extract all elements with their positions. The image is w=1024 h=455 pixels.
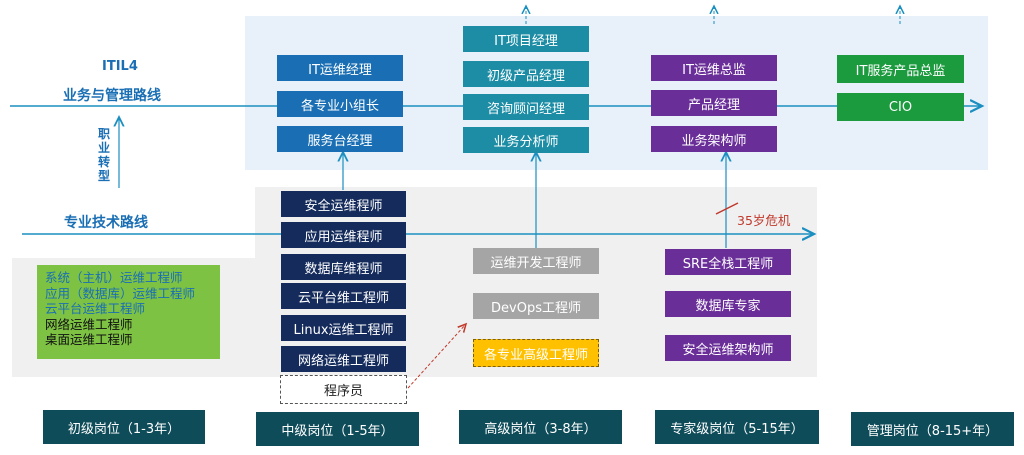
role-business-architect: 业务架构师 [651, 126, 777, 152]
role-security-architect: 安全运维架构师 [665, 335, 791, 361]
programmer-to-senior-arrow [407, 324, 466, 389]
stage-mid: 中级岗位（1-5年） [256, 412, 419, 446]
role-db-ops: 数据库维程师 [281, 254, 406, 280]
tech-route-label: 专业技术路线 [64, 215, 148, 231]
business-route-label: 业务与管理路线 [63, 88, 161, 104]
role-business-analyst: 业务分析师 [463, 127, 589, 153]
junior-skills-box: 系统（主机）运维工程师 应用（数据库）运维工程师 云平台运维工程师 网络运维工程… [37, 265, 220, 359]
role-it-ops-director: IT运维总监 [651, 55, 777, 81]
role-it-project-manager: IT项目经理 [463, 26, 589, 52]
crisis-slash [715, 202, 739, 215]
skill-item: 云平台运维工程师 [45, 301, 146, 316]
stage-junior: 初级岗位（1-3年） [43, 410, 205, 444]
stage-senior: 高级岗位（3-8年） [459, 410, 622, 444]
role-service-desk-manager: 服务台经理 [277, 126, 403, 152]
itil-label: ITIL4 [102, 59, 138, 74]
role-senior-engineer: 各专业高级工程师 [473, 339, 599, 367]
role-network-ops: 网络运维工程师 [281, 346, 406, 372]
role-sre-fullstack: SRE全栈工程师 [665, 249, 791, 275]
role-consulting-manager: 咨询顾问经理 [463, 94, 589, 120]
skill-item: 网络运维工程师 [45, 316, 133, 332]
stage-expert: 专家级岗位（5-15年） [655, 410, 819, 444]
crisis-label: 35岁危机 [737, 213, 791, 228]
role-cio: CIO [837, 93, 964, 121]
skill-item: 桌面运维工程师 [45, 332, 133, 347]
role-app-ops: 应用运维程师 [281, 222, 406, 248]
role-linux-ops: Linux运维工程师 [281, 315, 406, 341]
role-it-ops-manager: IT运维经理 [277, 55, 403, 81]
career-shift-label: 职业转型 [97, 127, 110, 183]
role-it-service-product-director: IT服务产品总监 [837, 55, 964, 83]
role-security-ops: 安全运维程师 [281, 191, 406, 217]
role-db-expert: 数据库专家 [665, 291, 791, 317]
skill-item: 应用（数据库）运维工程师 [45, 285, 196, 301]
role-programmer: 程序员 [280, 375, 407, 404]
role-ops-dev-engineer: 运维开发工程师 [473, 248, 599, 274]
role-team-leader: 各专业小组长 [277, 91, 403, 117]
role-devops-engineer: DevOps工程师 [473, 293, 599, 319]
role-cloud-ops: 云平台维工程师 [281, 283, 406, 309]
role-junior-product-manager: 初级产品经理 [463, 61, 589, 87]
skill-item: 系统（主机）运维工程师 [45, 270, 183, 285]
stage-management: 管理岗位（8-15+年） [851, 412, 1014, 446]
role-product-manager: 产品经理 [651, 90, 777, 116]
